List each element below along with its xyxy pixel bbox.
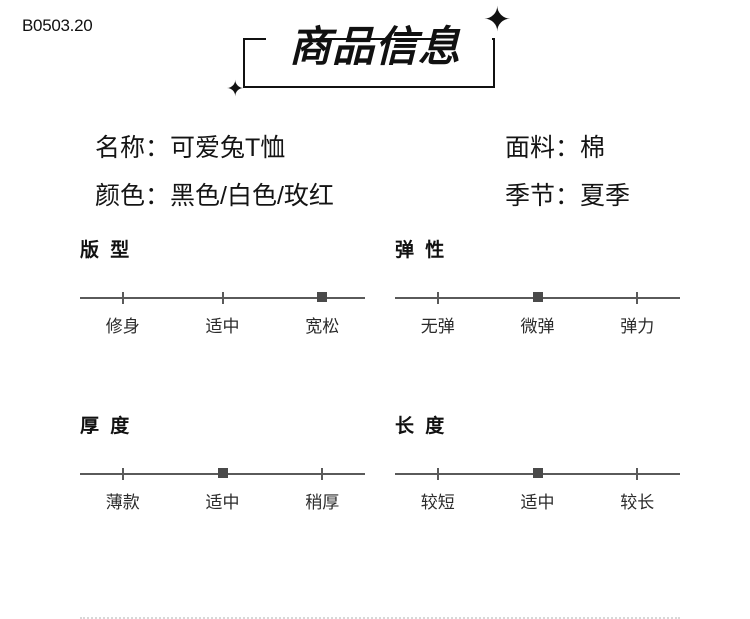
spec-season-value: 夏季: [580, 182, 631, 210]
slider-thickness-heading: 厚 度: [80, 416, 133, 437]
slider-marker[interactable]: [532, 468, 543, 478]
slider-option-label[interactable]: 宽松: [305, 317, 340, 336]
slider-length-heading: 长 度: [395, 416, 448, 437]
slider-thickness: 厚 度 薄款 适中 稍厚: [80, 416, 370, 518]
spec-color: 颜色：黑色/白色/玫红: [95, 181, 334, 211]
title-frame-gap-right: [436, 34, 492, 44]
slider-marker[interactable]: [317, 292, 328, 302]
slider-tick: [121, 292, 124, 304]
spec-color-value: 黑色/白色/玫红: [170, 182, 334, 210]
slider-option-label[interactable]: 弹力: [620, 317, 655, 336]
slider-fit-track[interactable]: [80, 288, 365, 308]
spec-grid: 名称：可爱兔T恤 面料：棉 颜色：黑色/白色/玫红 季节：夏季: [0, 133, 750, 229]
slider-tick: [636, 292, 639, 304]
spec-fabric-value: 棉: [580, 134, 606, 162]
sparkle-icon: ✦: [226, 76, 245, 101]
spec-name-value: 可爱兔T恤: [170, 134, 286, 162]
slider-tick: [121, 468, 124, 480]
product-code: B0503.20: [22, 16, 93, 35]
slider-length-track[interactable]: [395, 464, 680, 484]
slider-option-label[interactable]: 适中: [205, 493, 240, 512]
spec-fabric: 面料：棉: [505, 133, 605, 163]
slider-option-label[interactable]: 较长: [620, 493, 655, 512]
spec-season-label: 季节：: [505, 182, 581, 210]
slider-elasticity: 弹 性 无弹 微弹 弹力: [395, 240, 685, 342]
title-frame-border: [243, 38, 495, 88]
slider-marker[interactable]: [532, 292, 543, 302]
title-frame-gap-left: [266, 34, 316, 44]
slider-fit: 版 型 修身 适中 宽松: [80, 240, 370, 342]
spec-fabric-label: 面料：: [505, 134, 581, 162]
slider-tick: [436, 292, 439, 304]
spec-name-label: 名称：: [95, 134, 171, 162]
slider-option-label[interactable]: 微弹: [520, 317, 555, 336]
spec-color-label: 颜色：: [95, 182, 171, 210]
slider-length: 长 度 较短 适中 较长: [395, 416, 685, 518]
attribute-sliders: 版 型 修身适中宽松 弹 性 无弹微弹弹力 厚 度 薄款适中稍厚 长 度: [0, 240, 750, 619]
spec-row: 颜色：黑色/白色/玫红 季节：夏季: [0, 181, 750, 229]
slider-fit-labels: 修身 适中 宽松: [80, 316, 365, 342]
slider-row-bottom: 厚 度 薄款 适中 稍厚 长 度 较短 适中 较长: [0, 416, 750, 544]
slider-option-label[interactable]: 适中: [520, 493, 555, 512]
slider-thickness-labels: 薄款 适中 稍厚: [80, 492, 365, 518]
sparkle-icon: ✦: [483, 1, 512, 39]
slider-length-labels: 较短 适中 较长: [395, 492, 680, 518]
slider-thickness-track[interactable]: [80, 464, 365, 484]
slider-option-label[interactable]: 适中: [205, 317, 240, 336]
slider-tick: [636, 468, 639, 480]
slider-fit-heading: 版 型: [80, 240, 133, 261]
slider-option-label[interactable]: 较短: [420, 493, 455, 512]
slider-tick: [321, 468, 324, 480]
slider-option-label[interactable]: 修身: [105, 317, 140, 336]
slider-row-top: 版 型 修身 适中 宽松 弹 性 无弹 微弹 弹力: [0, 240, 750, 368]
slider-tick: [221, 292, 224, 304]
spec-row: 名称：可爱兔T恤 面料：棉: [0, 133, 750, 181]
slider-elasticity-heading: 弹 性: [395, 240, 448, 261]
slider-tick: [436, 468, 439, 480]
slider-elasticity-labels: 无弹 微弹 弹力: [395, 316, 680, 342]
slider-option-label[interactable]: 薄款: [105, 493, 140, 512]
slider-marker[interactable]: [217, 468, 228, 478]
slider-option-label[interactable]: 稍厚: [305, 493, 340, 512]
title-banner: 商品信息 ✦ ✦: [226, 3, 512, 100]
spec-name: 名称：可爱兔T恤: [95, 133, 285, 163]
page-title: 商品信息: [288, 23, 461, 70]
slider-elasticity-track[interactable]: [395, 288, 680, 308]
slider-option-label[interactable]: 无弹: [420, 317, 455, 336]
spec-season: 季节：夏季: [505, 181, 630, 211]
